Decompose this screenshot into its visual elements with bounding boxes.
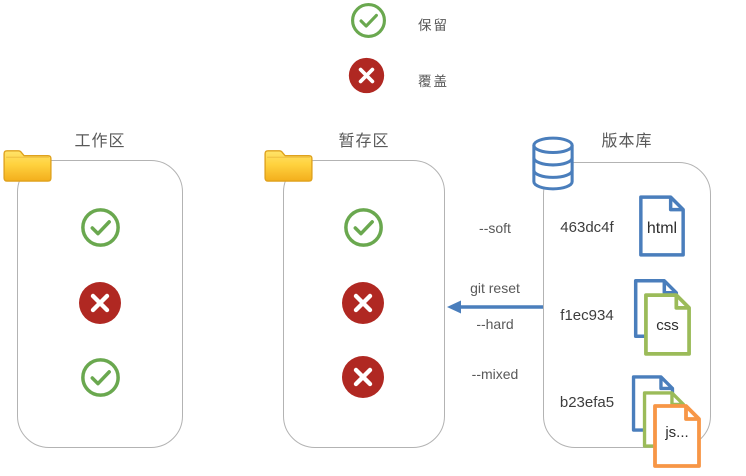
workspace-status-1 <box>78 205 122 249</box>
check-circle-icon <box>351 3 386 38</box>
x-circle-icon <box>79 282 121 324</box>
file-front-orange-icon <box>653 404 701 468</box>
commit-hash: b23efa5 <box>559 394 615 411</box>
folder-icon <box>2 145 53 189</box>
html-file-icon: html <box>637 192 687 260</box>
legend-overwrite-icon-wrap <box>348 57 385 94</box>
hard-option-label: --hard <box>476 316 514 332</box>
commit-hash: f1ec934 <box>560 307 614 324</box>
check-circle-icon <box>80 357 120 397</box>
staging-status-1 <box>341 205 385 249</box>
staging-title: 暂存区 <box>338 133 390 150</box>
workspace-status-2 <box>78 281 122 325</box>
check-circle-icon <box>343 207 383 247</box>
workspace-title: 工作区 <box>74 133 126 150</box>
database-icon <box>531 135 575 197</box>
folder-icon <box>263 145 314 189</box>
legend-overwrite-label: 覆盖 <box>418 74 449 89</box>
soft-option-label: --soft <box>479 220 511 236</box>
x-circle-icon <box>348 57 385 94</box>
legend-keep-label: 保留 <box>418 18 449 33</box>
x-circle-icon <box>342 356 384 398</box>
legend-keep-icon-wrap <box>350 2 387 39</box>
git-reset-command-label: git reset <box>470 280 520 296</box>
mixed-option-label: --mixed <box>471 366 519 382</box>
commit-hash: 463dc4f <box>560 219 614 236</box>
css-file-label: css <box>656 317 679 334</box>
check-circle-icon <box>80 207 120 247</box>
workspace-status-3 <box>78 355 122 399</box>
file-front-green-icon <box>644 293 691 356</box>
staging-status-2 <box>341 281 385 325</box>
staging-status-3 <box>341 355 385 399</box>
reset-arrow-icon <box>447 300 545 319</box>
x-circle-icon <box>342 282 384 324</box>
repository-title: 版本库 <box>601 133 653 150</box>
js-file-stack-icon: js... <box>630 370 704 471</box>
html-file-label: html <box>646 220 678 237</box>
css-file-stack-icon: css <box>632 275 694 358</box>
js-file-label: js... <box>665 424 689 441</box>
